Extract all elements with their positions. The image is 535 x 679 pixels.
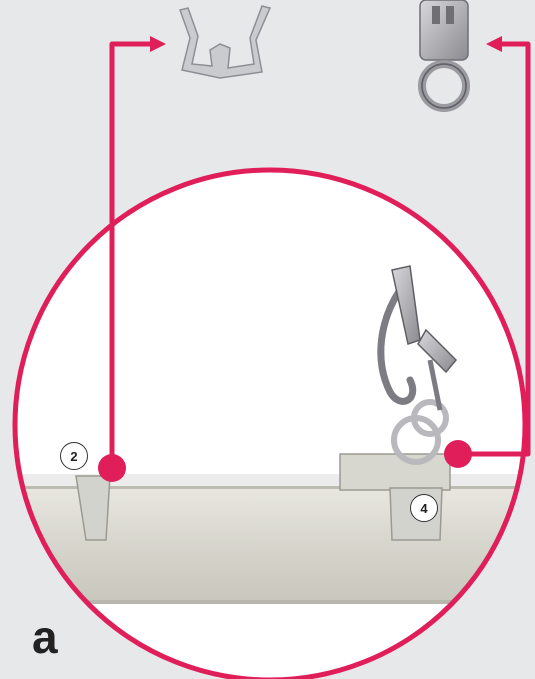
curtain-glider-icon	[180, 6, 270, 78]
detail-circle	[0, 170, 535, 679]
callout-4: 4	[410, 494, 438, 522]
callout-2: 2	[60, 442, 88, 470]
hook-ring-icon	[420, 0, 468, 108]
figure-letter: a	[32, 614, 58, 660]
